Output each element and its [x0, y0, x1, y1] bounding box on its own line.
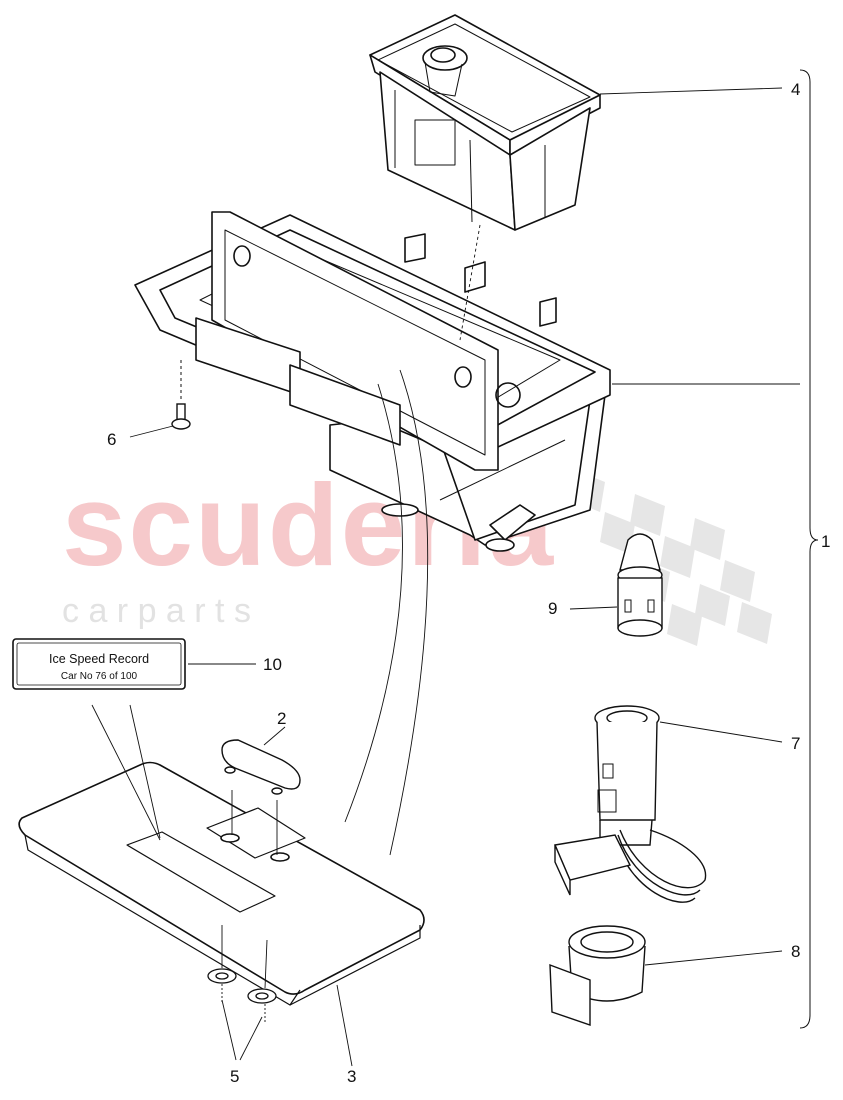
part-lighter-plug — [617, 533, 663, 637]
part-plaque: Ice Speed Record Car No 76 of 100 — [12, 638, 186, 690]
callout-4: 4 — [791, 80, 800, 99]
callout-5: 5 — [230, 1067, 239, 1086]
part-screw — [171, 360, 191, 430]
callout-10: 10 — [263, 655, 282, 674]
watermark-tagline: c a r p a r t s — [62, 592, 251, 630]
plaque-title: Ice Speed Record — [49, 652, 149, 666]
callout-1: 1 — [821, 532, 830, 551]
callout-2: 2 — [277, 709, 286, 728]
part-cap — [221, 739, 301, 795]
part-lid-cover — [18, 761, 425, 1006]
callout-9: 9 — [548, 599, 557, 618]
group-bracket — [799, 69, 819, 1029]
part-holder-ring — [549, 925, 646, 1026]
callout-labels: 4 6 1 9 10 2 7 8 5 3 — [107, 80, 830, 1086]
callout-6: 6 — [107, 430, 116, 449]
assembly-lines — [91, 224, 481, 1022]
part-insert-tray — [369, 14, 601, 231]
callout-7: 7 — [791, 734, 800, 753]
leader-lines — [129, 87, 800, 1067]
callout-3: 3 — [347, 1067, 356, 1086]
part-lighter-socket — [554, 705, 707, 903]
part-clip-washers — [207, 968, 277, 1004]
plaque-subtitle: Car No 76 of 100 — [61, 671, 138, 682]
checkered-flag-icon — [570, 470, 772, 646]
part-console-housing — [134, 211, 611, 552]
callout-8: 8 — [791, 942, 800, 961]
